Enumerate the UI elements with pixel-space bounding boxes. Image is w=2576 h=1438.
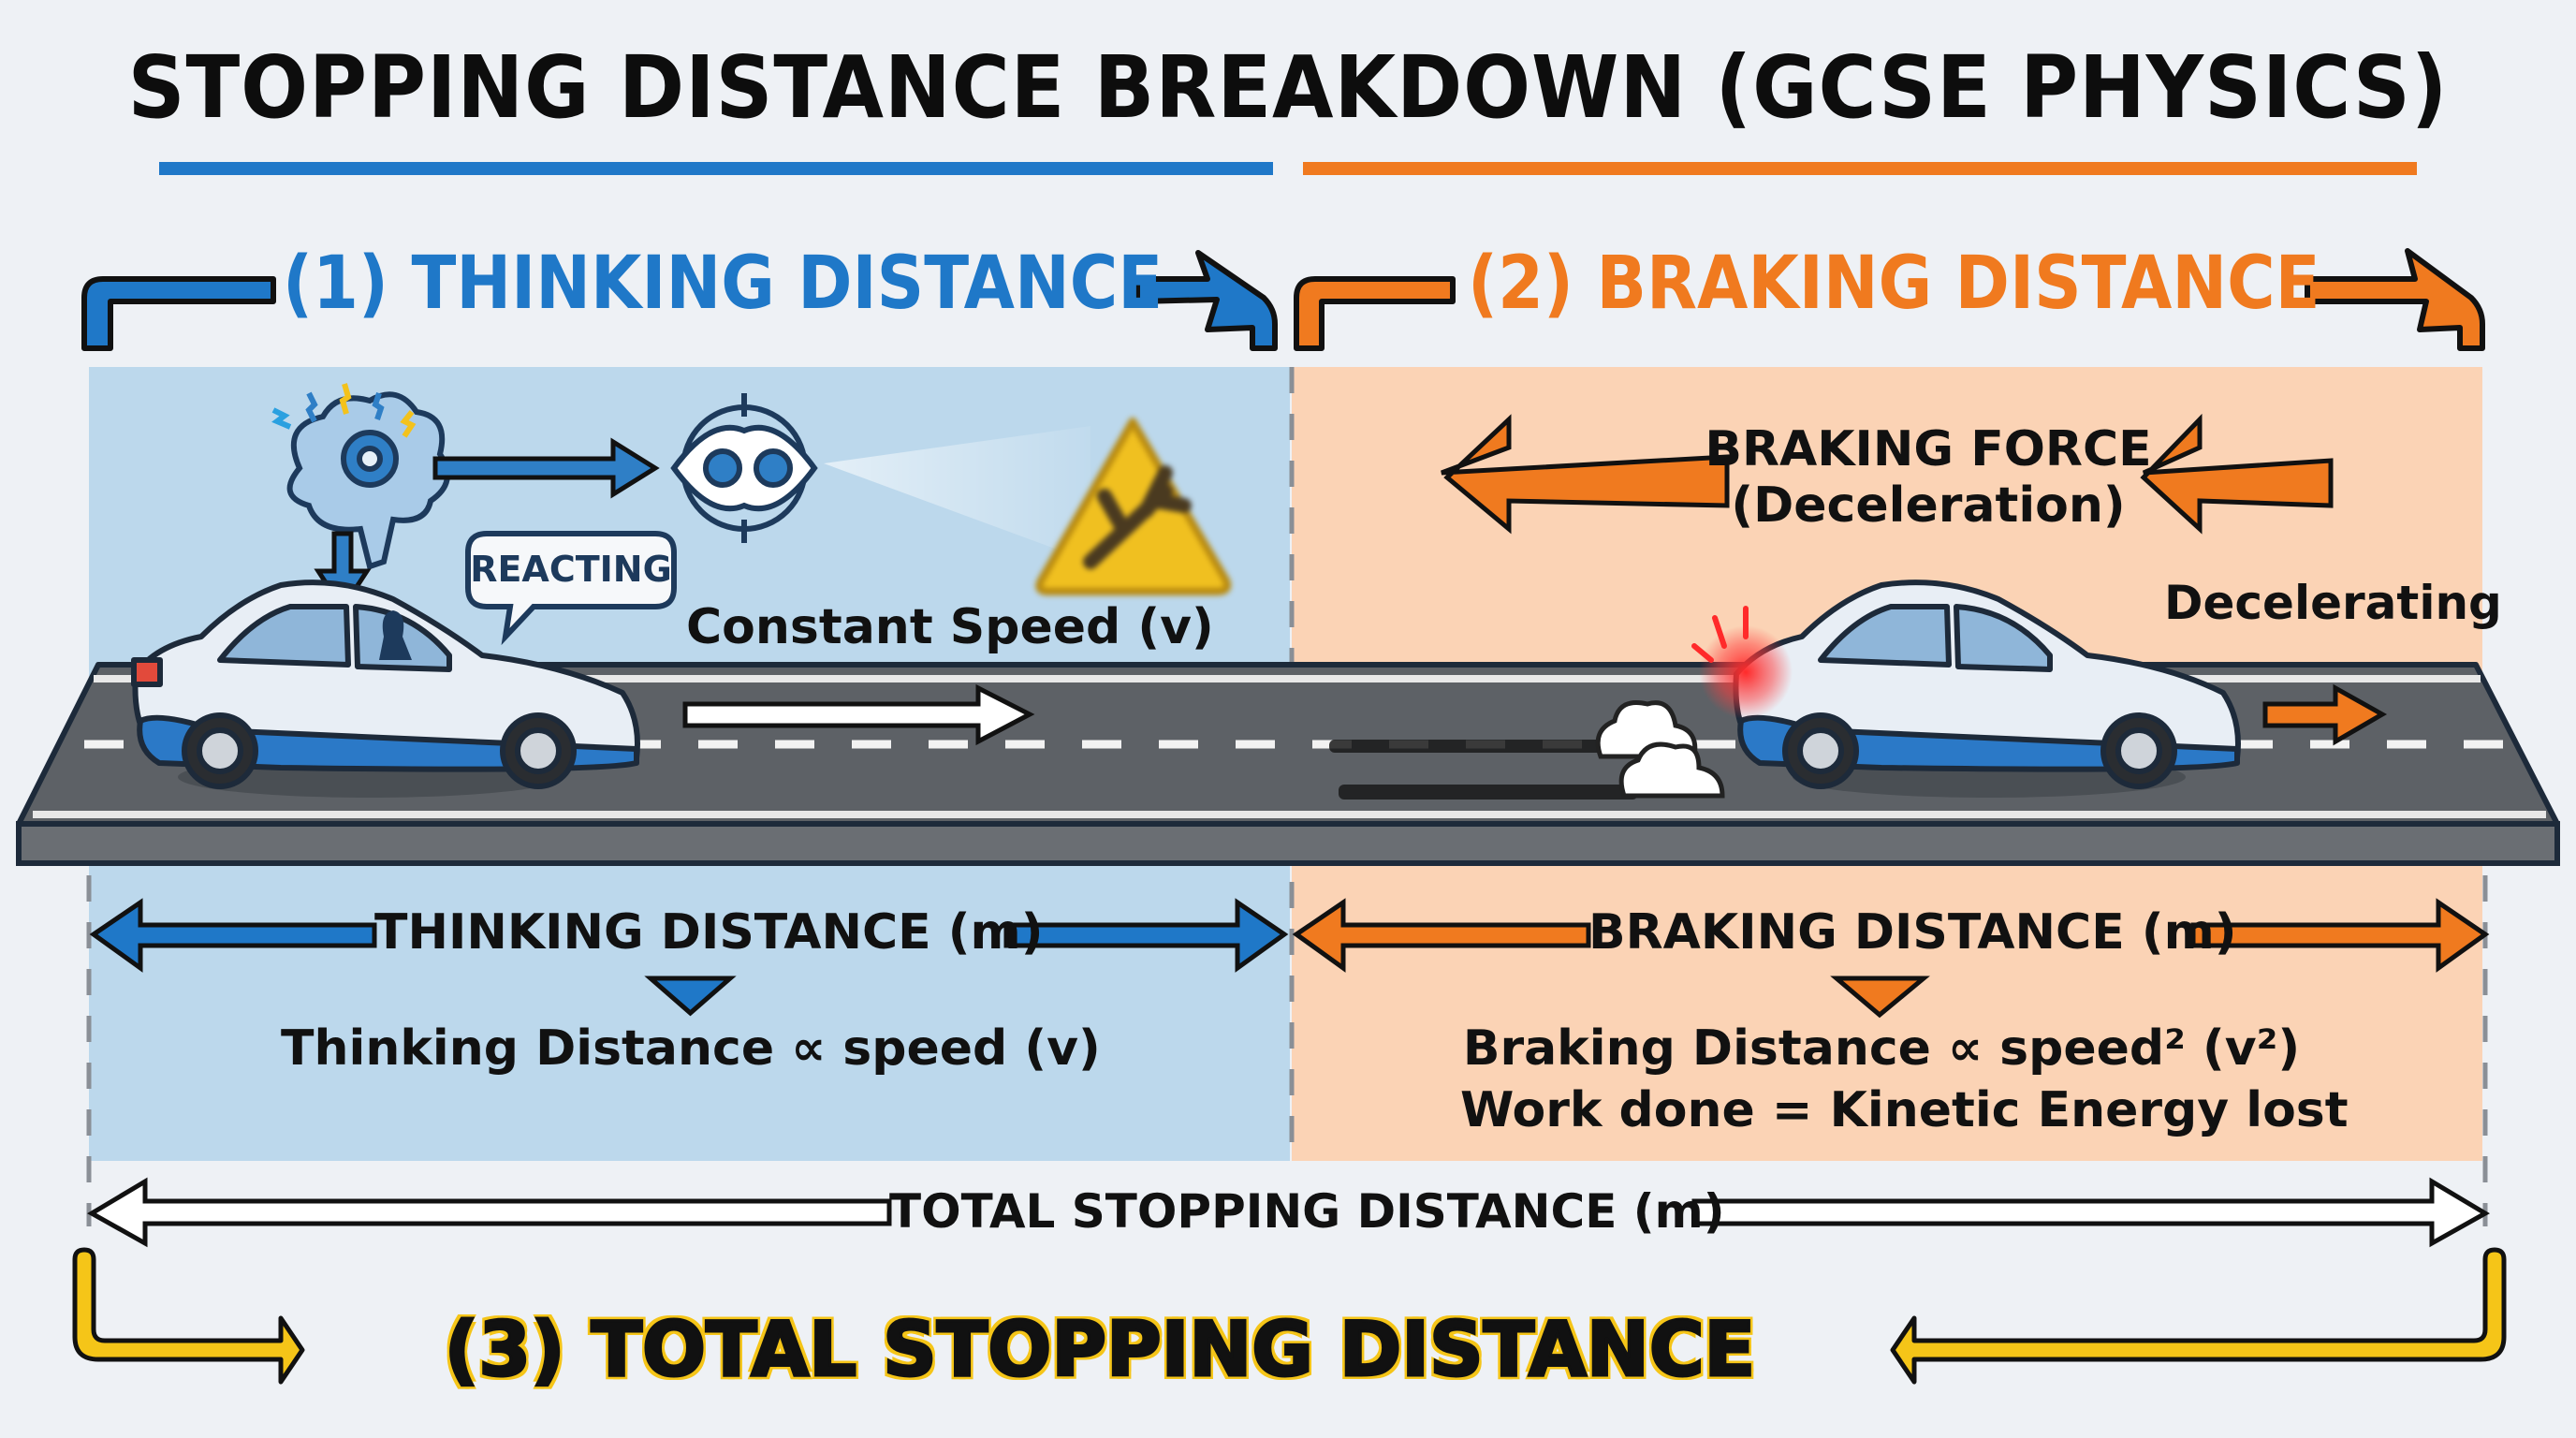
thinking-measure-label: THINKING DISTANCE (m) (374, 904, 1044, 961)
title-underline-orange (1303, 162, 2417, 175)
thinking-measure-arrows (89, 898, 1289, 1017)
reacting-label: REACTING (470, 549, 672, 590)
total-measure-label: TOTAL STOPPING DISTANCE (m) (889, 1184, 1725, 1239)
sight-beam (824, 426, 1090, 562)
thinking-formula: Thinking Distance ∝ speed (v) (281, 1020, 1101, 1077)
deceleration-label: (Deceleration) (1731, 477, 2126, 534)
thinking-header: (1) THINKING DISTANCE (283, 242, 1164, 326)
brain-spark-icons (271, 383, 417, 438)
car-thinking (131, 580, 640, 798)
brake-light-icon (1691, 606, 1793, 719)
eye-target-icon (670, 393, 818, 543)
braking-formula-line1: Braking Distance ∝ speed² (v²) (1462, 1020, 2301, 1077)
braking-measure-arrows (1292, 898, 2490, 1019)
car-braking (1733, 580, 2241, 798)
title-underline-blue (159, 162, 1273, 175)
skid-marks (1329, 740, 1638, 800)
braking-measure-label: BRAKING DISTANCE (m) (1588, 904, 2237, 961)
reacting-speech-bubble (465, 531, 677, 646)
braking-header-bracket (1294, 248, 2485, 351)
braking-force-label: BRAKING FORCE (1705, 421, 2152, 477)
braking-force-arrow-right (2140, 413, 2334, 535)
constant-speed-label: Constant Speed (v) (686, 599, 1214, 655)
total-bracket-arrows (72, 1247, 2507, 1385)
decelerating-arrow (2262, 683, 2388, 746)
brain-to-eye-arrow (432, 437, 660, 499)
braking-formula-line2: Work done = Kinetic Energy lost (1460, 1082, 2349, 1138)
brain-gear-icon (286, 391, 450, 570)
decelerating-label: Decelerating (2164, 576, 2502, 630)
total-header: (3) TOTAL STOPPING DISTANCE (443, 1305, 1756, 1395)
tyre-smoke (1595, 700, 1725, 799)
constant-speed-arrow (682, 683, 1035, 746)
warning-sign-icon (1035, 418, 1232, 595)
braking-force-arrow-left (1441, 414, 1730, 535)
braking-header: (2) BRAKING DISTANCE (1468, 242, 2320, 326)
total-measure-arrows (87, 1177, 2490, 1248)
page-title: STOPPING DISTANCE BREAKDOWN (GCSE PHYSIC… (127, 37, 2449, 138)
thinking-header-bracket (81, 250, 1278, 351)
